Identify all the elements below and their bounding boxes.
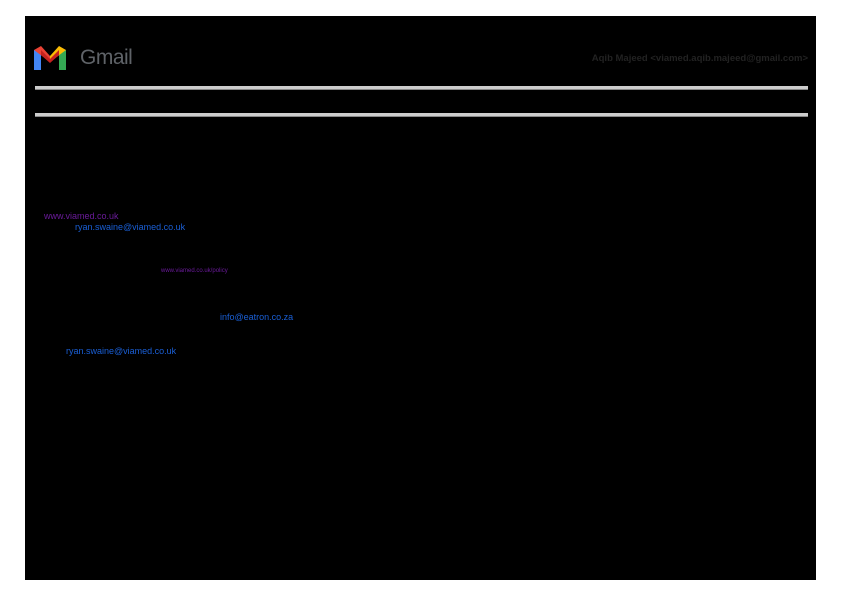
gmail-wordmark: Gmail <box>80 46 133 69</box>
gmail-logo: Gmail <box>34 46 133 70</box>
website-link[interactable]: www.viamed.co.uk <box>44 211 119 221</box>
info-email-link[interactable]: info@eatron.co.za <box>220 312 294 322</box>
policy-link[interactable]: www.viamed.co.uk/policy <box>161 268 228 274</box>
print-page: Gmail Aqib Majeed <viamed.aqib.majeed@gm… <box>25 16 816 580</box>
email-link[interactable]: ryan.swaine@viamed.co.uk <box>66 346 177 356</box>
divider <box>35 113 808 117</box>
gmail-m-icon <box>34 46 66 70</box>
email-link[interactable]: ryan.swaine@viamed.co.uk <box>75 222 186 232</box>
divider <box>35 86 808 90</box>
account-label: Aqib Majeed <viamed.aqib.majeed@gmail.co… <box>591 53 808 64</box>
